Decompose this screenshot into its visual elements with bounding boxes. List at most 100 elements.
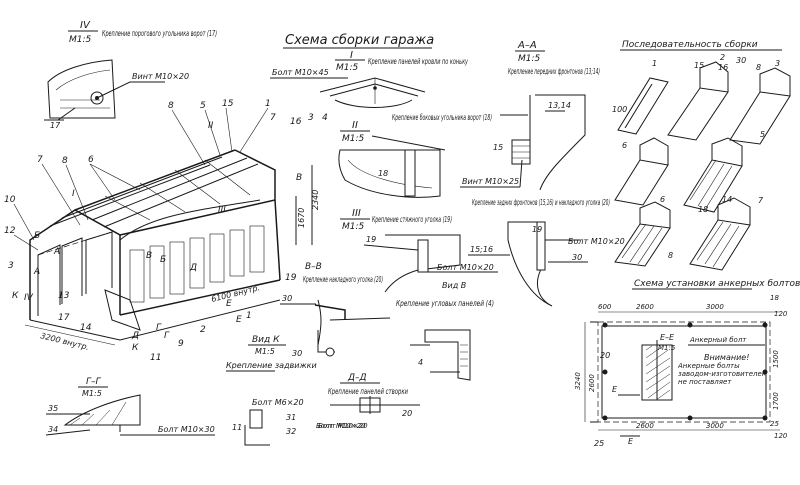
detail-i-scale: M1:5 [336,63,359,73]
detail-rear-caption: Крепление задних фронтонов (15,16) и нак… [472,198,610,207]
dim-top-3000: 3000 [706,303,724,311]
label-2: 2 [200,325,206,335]
detail-aa-part1: 13,14 [548,101,571,110]
label-K1: К [12,291,19,301]
garage-labels: 8 5 15 1 7 16 3 4 6 7 8 10 12 3 13 17 14… [4,99,328,363]
detail-rear: Крепление задних фронтонов (15,16) и нак… [468,198,625,307]
label-5: 5 [200,101,206,111]
detail-gg-part2: 34 [48,425,58,434]
detail-iii-part1: 19 [366,235,376,244]
detail-gg-part3: 11 [232,423,242,432]
detail-iv: IV M1:5 Крепление порогового угольника в… [44,20,217,130]
detail-dd-caption: Крепление панелей створки [328,387,408,396]
detail-corner-caption: Крепление угловых панелей (4) [396,299,494,308]
install-anchor-label: Анкерный болт [689,336,747,344]
detail-m6-part2: 32 [286,427,296,436]
label-14: 14 [80,323,92,333]
label-7b: 7 [37,155,43,165]
detail-k-part: 30 [292,349,302,358]
garage-height-dim: 2340 [311,190,320,210]
detail-i: I M1:5 Крепление панелей кровли по коньк… [270,50,468,108]
label-E: Е [236,315,242,325]
garage-width-dim: 3200 внутр. [40,331,91,352]
garage-length-dim: 6100 внутр. [210,283,261,304]
label-13: 13 [58,291,70,301]
label-4: 4 [322,113,328,123]
detail-dd-mark: Д–Д [347,373,367,383]
dim-right-1700: 1700 [772,392,780,410]
detail-ii-scale: M1:5 [342,134,365,144]
label-G2: Г [164,331,170,341]
seq-7: 7 [758,196,764,205]
seq-2: 2 [720,53,725,62]
dim-top-18: 18 [770,294,779,302]
detail-iii-scale: M1:5 [342,222,365,232]
detail-iii-caption: Крепление стяжного уголка (19) [372,215,452,224]
label-9: 9 [178,339,184,349]
label-12: 12 [4,226,16,236]
label-I: I [72,189,75,199]
label-V: В [296,173,302,183]
sequence-title: Последовательность сборки [622,40,758,50]
detail-m6: Болт M6×20 31 32 Болт M10×20 [244,398,366,446]
dim-top-120: 120 [774,310,788,318]
detail-gg-bolt: Болт M10×30 [158,425,215,434]
detail-rear-part2: 15;16 [470,245,493,254]
detail-i-caption: Крепление панелей кровли по коньку [368,57,468,66]
detail-iv-part: 17 [50,121,61,130]
title-block: Схема сборки гаража [283,33,434,49]
label-B: Б [34,231,40,241]
detail-vv: В–В Крепление накладного уголка (20) 30 [280,262,391,346]
dim-bot-3000: 3000 [706,422,724,430]
detail-aa-mark: А–А [517,40,537,51]
label-3b: 3 [8,261,14,271]
detail-i-bolt: Болт M10×45 [272,68,329,77]
install-25: 25 [594,439,604,448]
install-note: Анкерные болты заводом-изготовителем не … [678,362,768,386]
detail-corner: Крепление угловых панелей (4) 4 [396,299,494,381]
label-III: III [218,205,226,215]
label-B2: Б [160,255,166,265]
detail-m6-part1: 31 [286,413,296,422]
detail-vv-mark: В–В [305,262,322,272]
seq-100: 100 [612,105,627,114]
dim-top-2600: 2600 [636,303,654,311]
detail-aa-scale: M1:5 [518,54,541,64]
label-1a: 1 [265,99,271,109]
detail-aa-bolt: Винт M10×25 [462,177,519,186]
detail-iv-bolt: Винт M10×20 [132,72,189,81]
detail-dd-part: 20 [402,409,412,418]
label-19: 19 [285,273,297,283]
label-6: 6 [88,155,94,165]
garage-height2-dim: 1670 [297,208,306,228]
seq-8b: 8 [668,251,673,260]
detail-iv-caption: Крепление порогового угольника ворот (17… [102,29,217,38]
detail-aa: А–А M1:5 Крепление передних фронтонов (1… [460,40,600,191]
detail-iii-view: Вид В [442,281,466,290]
dim-top-600: 600 [598,303,612,311]
seq-8: 8 [756,63,761,72]
detail-iii-mark: III [352,208,361,219]
seq-1: 1 [652,59,657,68]
detail-m6-bolt1: Болт M6×20 [252,398,304,407]
seq-6b: 6 [660,195,665,204]
detail-ii-caption: Крепление боковых угольника ворот (18) [392,113,492,122]
detail-ii: II M1:5 Крепление боковых угольника воро… [338,113,492,198]
install-title: Схема установки анкерных болтов [634,279,800,289]
detail-rear-part1: 19 [532,225,542,234]
label-II: II [208,121,214,131]
dim-bot-25: 25 [770,420,779,428]
seq-16: 16 [718,63,728,72]
install-section: Е–Е [660,333,675,342]
detail-k-caption: Крепление задвижки [226,361,317,370]
install-note-title: Внимание! [704,353,749,362]
drawing-title: Схема сборки гаража [285,33,434,48]
label-16: 16 [290,117,302,127]
label-A2: А [53,247,60,257]
garage-isometric: 8 5 15 1 7 16 3 4 6 7 8 10 12 3 13 17 14… [4,99,328,363]
label-D: Д [131,331,139,341]
detail-iii-bolt: Болт M10×20 [437,263,494,272]
detail-dd-bolt: Болт M10×20 [318,422,368,430]
detail-gg-scale: M1:5 [82,389,102,398]
detail-corner-part: 4 [418,358,423,367]
